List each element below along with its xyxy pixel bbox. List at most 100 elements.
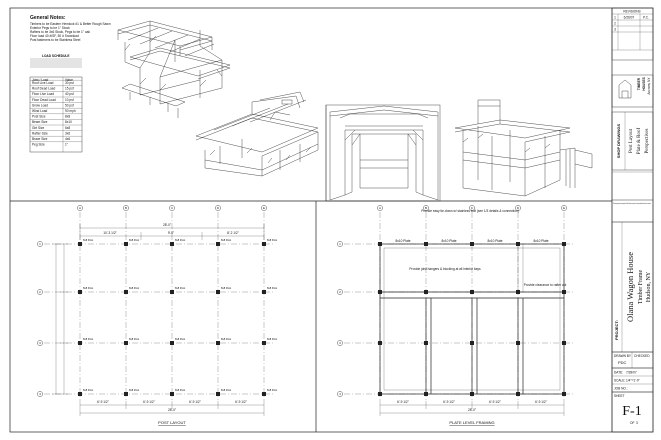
grid-row-mark: 1 [339, 242, 341, 246]
post-marker [262, 242, 266, 246]
post-label: 8x8 Post [129, 286, 139, 290]
plate-beam-label: 8x10 Plate [487, 239, 502, 243]
post-label: 8x8 Post [83, 388, 93, 392]
copyright-note: These drawings are the property of Timbe… [613, 202, 651, 205]
load-table-label: Floor Live Load [32, 92, 54, 96]
post-label: 8x8 Post [221, 337, 231, 341]
plate-bottom-dims [379, 400, 565, 416]
post-layout-bay-dim: 6'-9 1/2" [143, 400, 155, 404]
post-marker [262, 392, 266, 396]
sheet-border [9, 7, 654, 433]
grid-row-mark: 2 [39, 290, 41, 294]
post-marker [378, 242, 382, 246]
load-table-value: 15 psf [65, 87, 74, 91]
post-layout-top-dims [79, 224, 265, 240]
load-table-value: 40 psf [65, 92, 74, 96]
load-table-value: 90 mph [65, 109, 76, 113]
checked-label: CHECKED [634, 354, 650, 358]
post-label: 8x8 Post [175, 337, 185, 341]
post-marker [124, 392, 128, 396]
grid-column-bubble [169, 205, 175, 211]
general-note-line: Rafters to be 3x6 Stock, Pegs to be 1" o… [30, 30, 90, 34]
perspective-interior [329, 105, 439, 201]
post-marker [562, 290, 566, 294]
load-table-value: 3x6 [65, 131, 70, 135]
post-layout-dim-seg: 10'-3 1/2" [103, 231, 116, 235]
post-label: 8x8 Post [175, 388, 185, 392]
revision-num: 2 [614, 22, 616, 26]
plate-beam-label: 8x10 Plate [533, 239, 548, 243]
post-layout-title: POST LAYOUT [158, 420, 186, 425]
grid-row-mark: 4 [339, 392, 341, 396]
sheet-of-label: OF [630, 421, 634, 425]
plate-bay-dim: 6'-9 1/2" [535, 400, 547, 404]
post-marker [216, 242, 220, 246]
post-layout-bottom-overall: 28'-0" [168, 408, 176, 412]
grid-column-mark: E [263, 206, 265, 210]
grid-row-bubble [337, 391, 343, 397]
general-notes: General Notes: Timbers to be Eastern Hem… [30, 15, 111, 42]
post-label: 8x8 Post [267, 337, 277, 341]
post-marker [124, 341, 128, 345]
load-table-header: Joist / Load [32, 78, 49, 82]
grid-row-mark: 1 [39, 242, 41, 246]
post-layout-bay-dim: 6'-9 1/2" [97, 400, 109, 404]
load-table-label: Floor Dead Load [32, 98, 56, 102]
post-label: 8x8 Post [129, 238, 139, 242]
drawn-by-value: PDC [618, 360, 627, 365]
revision-by: P.C. [643, 16, 649, 20]
job-label: JOB NO.: [614, 387, 628, 391]
grid-row-bubble [37, 340, 43, 346]
sheet-label: SHEET [614, 394, 625, 398]
load-table-label: Beam Size [32, 120, 48, 124]
post-marker [216, 341, 220, 345]
post-marker [170, 242, 174, 246]
grid-column-bubble [377, 205, 383, 211]
grid-column-mark: A [379, 206, 381, 210]
perspective-frame-2 [195, 91, 319, 177]
plate-level-title: PLATE LEVEL FRAMING [449, 420, 494, 425]
post-marker [216, 290, 220, 294]
post-marker [124, 242, 128, 246]
grid-column-bubble [77, 205, 83, 211]
post-label: 8x8 Post [175, 238, 185, 242]
date-label: DATE: [614, 371, 623, 375]
post-marker [470, 341, 474, 345]
general-notes-title: General Notes: [30, 15, 66, 21]
grid-column-mark: C [171, 206, 174, 210]
drawing-desc: Post Layout [629, 128, 634, 153]
revision-num: 3 [614, 28, 616, 32]
load-table-value: 8x10 [65, 120, 72, 124]
load-schedule-title: LOAD SCHEDULE [42, 54, 69, 58]
load-table-value: 6x8 [65, 126, 70, 130]
project-subtitle: Timber Frame [638, 270, 644, 305]
post-label: 8x8 Post [221, 238, 231, 242]
post-marker [78, 341, 82, 345]
post-layout-overall-dim: 28'-0" [163, 223, 171, 227]
grid-column-mark: D [517, 206, 520, 210]
post-marker [424, 392, 428, 396]
sheet-number: F-1 [622, 404, 641, 419]
revisions-label: REVISIONS [623, 10, 640, 14]
house-logo-icon [618, 79, 632, 99]
post-marker [170, 341, 174, 345]
date-value: 7/28/07 [626, 371, 637, 375]
load-table [29, 76, 83, 153]
general-note-line: Floor load 40 #/SF, 50 # Snowload [30, 34, 79, 38]
grid-column-bubble [561, 205, 567, 211]
post-layout-dim-seg: 9'-6" [168, 231, 174, 235]
grid-row-bubble [37, 391, 43, 397]
grid-column-bubble [215, 205, 221, 211]
project-label: PROJECT: [614, 320, 619, 340]
load-table-value: 8x8 [65, 115, 70, 119]
grid-column-mark: B [125, 206, 127, 210]
post-label: 8x8 Post [83, 337, 93, 341]
company-location: Ancram, NY [647, 77, 651, 95]
post-layout-bottom-dims [79, 400, 265, 416]
post-label: 8x8 Post [267, 388, 277, 392]
drawing-type-label: SHOP DRAWINGS [616, 123, 621, 158]
